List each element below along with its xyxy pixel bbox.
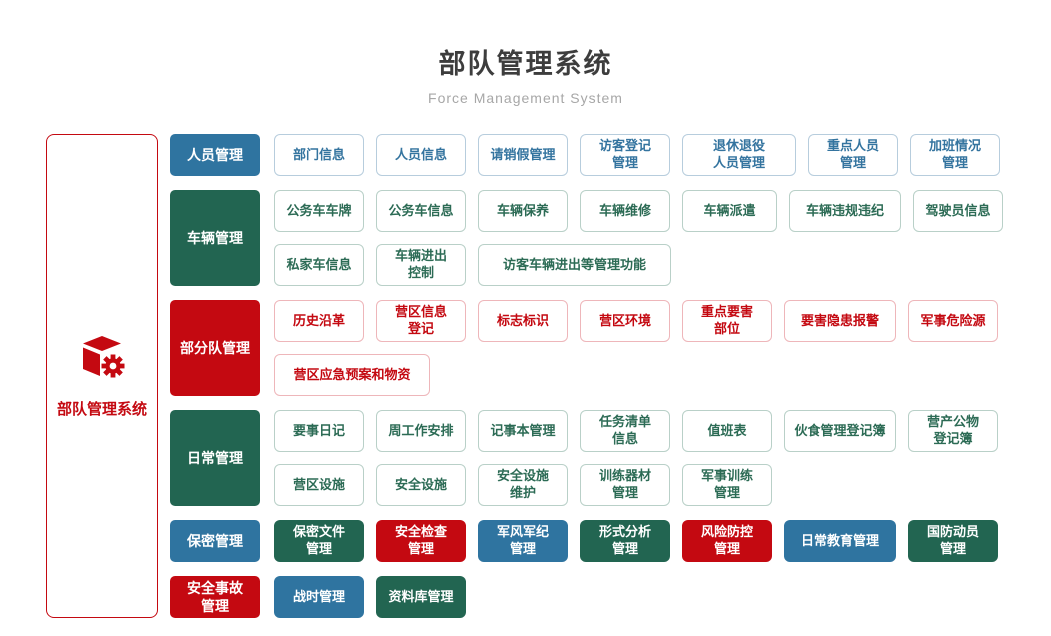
item-personnel-0-3[interactable]: 访客登记 管理	[580, 134, 670, 176]
item-secrecy-0-3[interactable]: 形式分析 管理	[580, 520, 670, 562]
group-personnel: 人员管理部门信息人员信息请销假管理访客登记 管理退休退役 人员管理重点人员 管理…	[170, 134, 1005, 176]
item-daily-1-0[interactable]: 营区设施	[274, 464, 364, 506]
item-vehicle-1-0[interactable]: 私家车信息	[274, 244, 364, 286]
item-daily-1-2[interactable]: 安全设施 维护	[478, 464, 568, 506]
item-secrecy-0-1[interactable]: 安全检查 管理	[376, 520, 466, 562]
item-daily-1-4[interactable]: 军事训练 管理	[682, 464, 772, 506]
item-secrecy-0-4[interactable]: 风险防控 管理	[682, 520, 772, 562]
item-vehicle-1-2[interactable]: 访客车辆进出等管理功能	[478, 244, 671, 286]
item-daily-0-6[interactable]: 营产公物 登记簿	[908, 410, 998, 452]
root-system-box[interactable]: 部队管理系统	[46, 134, 158, 618]
item-incident-0-0[interactable]: 战时管理	[274, 576, 364, 618]
group-incident-row-0: 战时管理资料库管理	[274, 576, 466, 618]
group-vehicle-row-0: 公务车车牌公务车信息车辆保养车辆维修车辆派遣车辆违规违纪驾驶员信息	[274, 190, 1003, 232]
item-secrecy-0-5[interactable]: 日常教育管理	[784, 520, 896, 562]
group-secrecy-items: 保密文件 管理安全检查 管理军风军纪 管理形式分析 管理风险防控 管理日常教育管…	[274, 520, 998, 562]
item-unit-0-1[interactable]: 营区信息 登记	[376, 300, 466, 342]
page-title: 部队管理系统	[438, 49, 613, 79]
group-unit: 部分队管理历史沿革营区信息 登记标志标识营区环境重点要害 部位要害隐患报警军事危…	[170, 300, 1005, 396]
group-unit-row-0: 历史沿革营区信息 登记标志标识营区环境重点要害 部位要害隐患报警军事危险源	[274, 300, 998, 342]
page-subtitle: Force Management System	[428, 90, 623, 106]
group-incident-items: 战时管理资料库管理	[274, 576, 466, 618]
cube-gear-icon	[83, 335, 126, 379]
group-incident: 安全事故 管理战时管理资料库管理	[170, 576, 1005, 618]
group-personnel-row-0: 部门信息人员信息请销假管理访客登记 管理退休退役 人员管理重点人员 管理加班情况…	[274, 134, 1000, 176]
item-unit-0-4[interactable]: 重点要害 部位	[682, 300, 772, 342]
item-daily-0-1[interactable]: 周工作安排	[376, 410, 466, 452]
item-unit-0-2[interactable]: 标志标识	[478, 300, 568, 342]
item-vehicle-0-2[interactable]: 车辆保养	[478, 190, 568, 232]
group-daily: 日常管理要事日记周工作安排记事本管理任务清单 信息值班表伙食管理登记簿营产公物 …	[170, 410, 1005, 506]
group-personnel-items: 部门信息人员信息请销假管理访客登记 管理退休退役 人员管理重点人员 管理加班情况…	[274, 134, 1000, 176]
item-secrecy-0-0[interactable]: 保密文件 管理	[274, 520, 364, 562]
item-unit-0-3[interactable]: 营区环境	[580, 300, 670, 342]
item-unit-0-6[interactable]: 军事危险源	[908, 300, 998, 342]
group-unit-row-1: 营区应急预案和物资	[274, 354, 998, 396]
item-daily-0-3[interactable]: 任务清单 信息	[580, 410, 670, 452]
item-vehicle-1-1[interactable]: 车辆进出 控制	[376, 244, 466, 286]
group-daily-items: 要事日记周工作安排记事本管理任务清单 信息值班表伙食管理登记簿营产公物 登记簿营…	[274, 410, 998, 506]
item-daily-0-5[interactable]: 伙食管理登记簿	[784, 410, 896, 452]
item-daily-0-0[interactable]: 要事日记	[274, 410, 364, 452]
page-header: 部队管理系统 Force Management System	[0, 0, 1051, 106]
item-unit-0-0[interactable]: 历史沿革	[274, 300, 364, 342]
item-vehicle-0-3[interactable]: 车辆维修	[580, 190, 670, 232]
item-daily-1-1[interactable]: 安全设施	[376, 464, 466, 506]
system-diagram: 部队管理系统 人员管理部门信息人员信息请销假管理访客登记 管理退休退役 人员管理…	[46, 134, 1005, 618]
root-system-label: 部队管理系统	[56, 400, 147, 418]
group-vehicle: 车辆管理公务车车牌公务车信息车辆保养车辆维修车辆派遣车辆违规违纪驾驶员信息私家车…	[170, 190, 1005, 286]
item-vehicle-0-0[interactable]: 公务车车牌	[274, 190, 364, 232]
category-incident[interactable]: 安全事故 管理	[170, 576, 260, 618]
category-personnel[interactable]: 人员管理	[170, 134, 260, 176]
item-secrecy-0-6[interactable]: 国防动员 管理	[908, 520, 998, 562]
item-vehicle-0-4[interactable]: 车辆派遣	[682, 190, 777, 232]
category-unit[interactable]: 部分队管理	[170, 300, 260, 396]
item-personnel-0-1[interactable]: 人员信息	[376, 134, 466, 176]
category-secrecy[interactable]: 保密管理	[170, 520, 260, 562]
item-unit-0-5[interactable]: 要害隐患报警	[784, 300, 896, 342]
item-personnel-0-6[interactable]: 加班情况 管理	[910, 134, 1000, 176]
group-vehicle-row-1: 私家车信息车辆进出 控制访客车辆进出等管理功能	[274, 244, 1003, 286]
item-daily-1-3[interactable]: 训练器材 管理	[580, 464, 670, 506]
item-personnel-0-4[interactable]: 退休退役 人员管理	[682, 134, 796, 176]
item-daily-0-4[interactable]: 值班表	[682, 410, 772, 452]
item-personnel-0-2[interactable]: 请销假管理	[478, 134, 568, 176]
group-secrecy-row-0: 保密文件 管理安全检查 管理军风军纪 管理形式分析 管理风险防控 管理日常教育管…	[274, 520, 998, 562]
item-unit-1-0[interactable]: 营区应急预案和物资	[274, 354, 430, 396]
item-personnel-0-5[interactable]: 重点人员 管理	[808, 134, 898, 176]
groups-container: 人员管理部门信息人员信息请销假管理访客登记 管理退休退役 人员管理重点人员 管理…	[170, 134, 1005, 618]
category-daily[interactable]: 日常管理	[170, 410, 260, 506]
item-vehicle-0-6[interactable]: 驾驶员信息	[913, 190, 1003, 232]
item-incident-0-1[interactable]: 资料库管理	[376, 576, 466, 618]
category-vehicle[interactable]: 车辆管理	[170, 190, 260, 286]
item-vehicle-0-5[interactable]: 车辆违规违纪	[789, 190, 901, 232]
group-vehicle-items: 公务车车牌公务车信息车辆保养车辆维修车辆派遣车辆违规违纪驾驶员信息私家车信息车辆…	[274, 190, 1003, 286]
item-secrecy-0-2[interactable]: 军风军纪 管理	[478, 520, 568, 562]
item-vehicle-0-1[interactable]: 公务车信息	[376, 190, 466, 232]
item-daily-0-2[interactable]: 记事本管理	[478, 410, 568, 452]
item-personnel-0-0[interactable]: 部门信息	[274, 134, 364, 176]
group-daily-row-0: 要事日记周工作安排记事本管理任务清单 信息值班表伙食管理登记簿营产公物 登记簿	[274, 410, 998, 452]
group-secrecy: 保密管理保密文件 管理安全检查 管理军风军纪 管理形式分析 管理风险防控 管理日…	[170, 520, 1005, 562]
group-unit-items: 历史沿革营区信息 登记标志标识营区环境重点要害 部位要害隐患报警军事危险源营区应…	[274, 300, 998, 396]
group-daily-row-1: 营区设施安全设施安全设施 维护训练器材 管理军事训练 管理	[274, 464, 998, 506]
